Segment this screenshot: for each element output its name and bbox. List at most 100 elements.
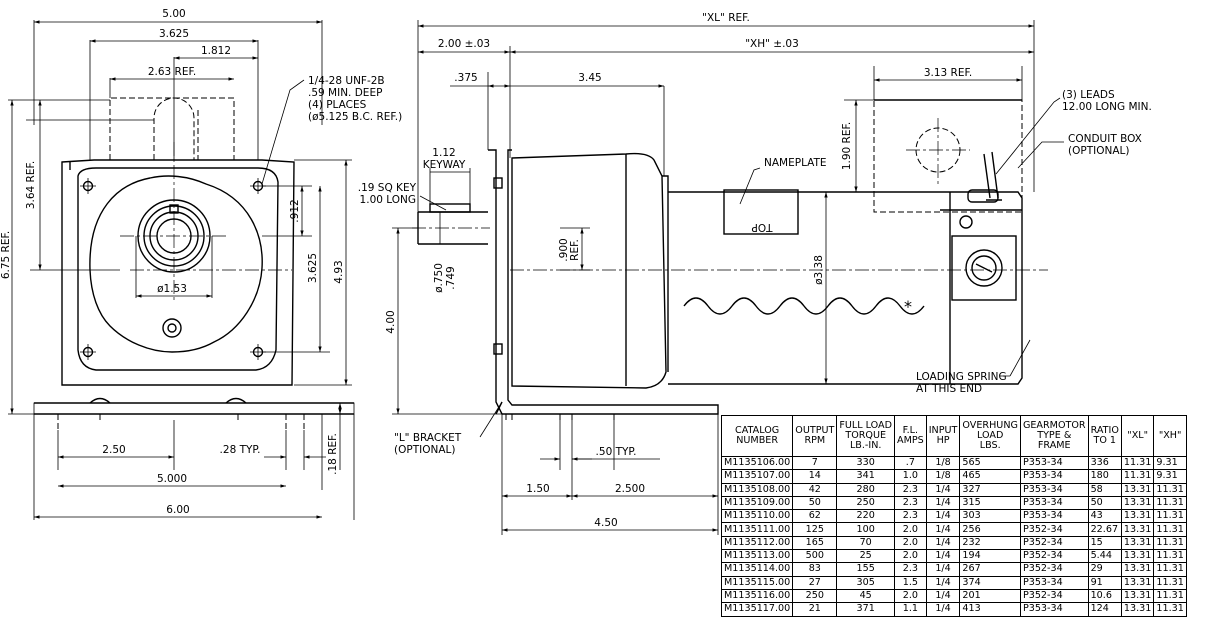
- nameplate-label: NAMEPLATE: [764, 157, 827, 169]
- table-cell: 327: [959, 482, 1021, 497]
- svg-text:(OPTIONAL): (OPTIONAL): [394, 444, 455, 456]
- table-cell: P353-34: [1019, 469, 1089, 484]
- dim-6-00: 6.00: [166, 504, 189, 516]
- table-cell: 1/4: [925, 602, 961, 617]
- svg-text:"L" BRACKET: "L" BRACKET: [394, 432, 462, 444]
- catalog-number-cell: M1135108.00: [720, 482, 794, 497]
- table-cell: 180: [1087, 469, 1122, 484]
- table-cell: 15: [1087, 535, 1122, 551]
- catalog-number-cell: M1135114.00: [720, 562, 794, 577]
- table-cell: 305: [836, 575, 895, 590]
- table-cell: P353-34: [1019, 602, 1089, 617]
- table-cell: 25: [836, 549, 895, 564]
- table-cell: 100: [836, 522, 895, 537]
- table-cell: 371: [836, 602, 895, 617]
- table-cell: 1.0: [894, 469, 927, 484]
- table-cell: 13.31: [1120, 482, 1155, 497]
- table-cell: 10.6: [1087, 588, 1122, 604]
- top-label: TOP: [751, 221, 773, 233]
- table-cell: 2.3: [894, 562, 927, 577]
- dim-3-45: 3.45: [578, 72, 601, 84]
- table-cell: 11.31: [1153, 509, 1187, 524]
- table-cell: 267: [959, 562, 1021, 577]
- table-cell: 2.3: [894, 482, 927, 497]
- svg-text:1/4-28 UNF-2B: 1/4-28 UNF-2B: [308, 75, 385, 87]
- table-cell: 250: [792, 588, 838, 604]
- table-cell: P353-34: [1019, 495, 1089, 511]
- dim-dia-3-38: ø3.38: [813, 255, 825, 285]
- table-cell: 280: [836, 482, 895, 497]
- table-cell: 70: [836, 535, 895, 551]
- table-cell: 1/8: [925, 469, 961, 484]
- dim-4-00: 4.00: [385, 310, 397, 333]
- header-cell: "XH": [1153, 415, 1187, 457]
- svg-text:CONDUIT BOX: CONDUIT BOX: [1068, 133, 1142, 145]
- table-cell: 341: [836, 469, 895, 484]
- table-cell: 2.3: [894, 495, 927, 511]
- table-cell: 250: [836, 495, 895, 511]
- table-cell: 1/4: [925, 588, 961, 604]
- table-cell: 22.67: [1087, 522, 1122, 537]
- table-cell: 7: [792, 455, 838, 471]
- svg-text:(4) PLACES: (4) PLACES: [308, 99, 367, 111]
- tapped-hole-note: 1/4-28 UNF-2B .59 MIN. DEEP (4) PLACES (…: [308, 75, 402, 123]
- table-cell: 1/4: [925, 522, 961, 537]
- front-view: 5.00 3.625 1.812 2.63 REF. 6.75 REF. 3.6…: [0, 8, 402, 520]
- table-cell: 1/4: [925, 562, 961, 577]
- table-cell: P352-34: [1019, 549, 1089, 564]
- dim-1-90-ref: 1.90 REF.: [841, 122, 853, 170]
- table-cell: 11.31: [1153, 562, 1187, 577]
- svg-text:REF.: REF.: [569, 239, 581, 261]
- table-cell: 1/4: [925, 549, 961, 564]
- svg-text:.900: .900: [558, 238, 570, 261]
- table-cell: 194: [959, 549, 1021, 564]
- catalog-number-cell: M1135112.00: [720, 535, 794, 551]
- dim-3-625-top: 3.625: [159, 28, 189, 40]
- catalog-number-cell: M1135111.00: [720, 522, 794, 537]
- table-cell: 45: [836, 588, 895, 604]
- table-cell: 21: [792, 602, 838, 617]
- table-cell: 155: [836, 562, 895, 577]
- dim-4-50: 4.50: [594, 517, 617, 529]
- table-cell: 62: [792, 509, 838, 524]
- table-cell: 256: [959, 522, 1021, 537]
- table-cell: 1/4: [925, 535, 961, 551]
- dim-xh: "XH" ±.03: [745, 38, 799, 50]
- table-cell: 42: [792, 482, 838, 497]
- table-cell: 1.5: [894, 575, 927, 590]
- table-cell: 11.31: [1153, 495, 1187, 511]
- dim-2-500: 2.500: [615, 483, 645, 495]
- table-cell: 413: [959, 602, 1021, 617]
- dim-xl-ref: "XL" REF.: [702, 12, 750, 24]
- table-cell: 5.44: [1087, 549, 1122, 564]
- header-cell: F.L.AMPS: [894, 415, 927, 457]
- table-cell: 315: [959, 495, 1021, 511]
- catalog-number-cell: M1135117.00: [720, 602, 794, 617]
- table-cell: 14: [792, 469, 838, 484]
- table-cell: 165: [792, 535, 838, 551]
- table-cell: 1/4: [925, 509, 961, 524]
- table-cell: 2.0: [894, 522, 927, 537]
- dim-2-00: 2.00 ±.03: [438, 38, 490, 50]
- dim-3-64-ref: 3.64 REF.: [25, 161, 37, 209]
- dim-18-ref: .18 REF.: [327, 433, 339, 475]
- svg-text:*: *: [904, 297, 912, 316]
- table-cell: 565: [959, 455, 1021, 471]
- table-cell: 2.3: [894, 509, 927, 524]
- table-cell: 1/4: [925, 575, 961, 590]
- dim-375: .375: [454, 72, 477, 84]
- conduit-note: CONDUIT BOX (OPTIONAL): [1068, 133, 1142, 157]
- table-cell: 2.0: [894, 535, 927, 551]
- table-cell: 27: [792, 575, 838, 590]
